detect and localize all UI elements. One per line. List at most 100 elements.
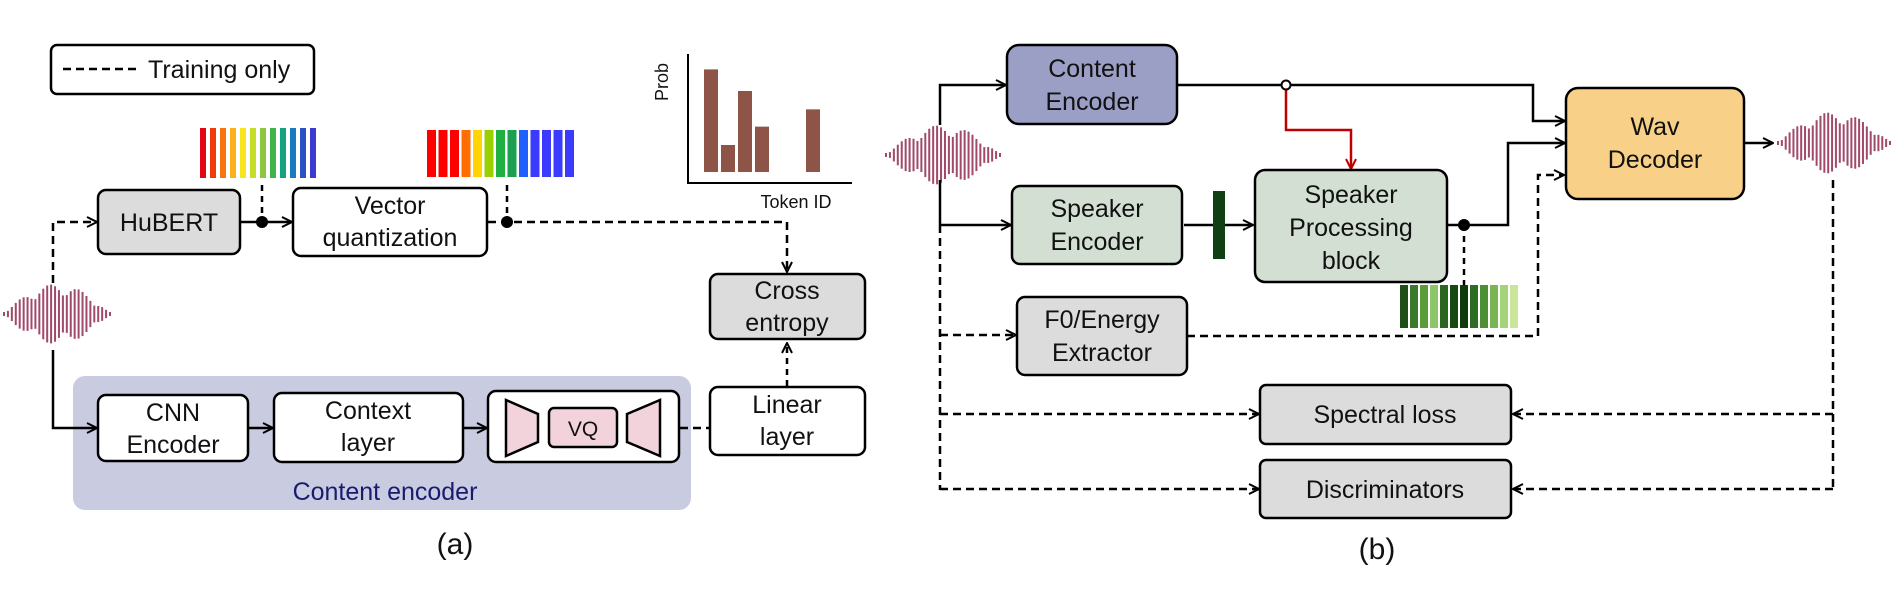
junction-dot [256, 216, 268, 228]
token-cell [450, 130, 459, 177]
split-point [1280, 79, 1292, 91]
plot-ylabel: Prob [652, 63, 672, 101]
content-enc-line1: Content [1048, 55, 1136, 83]
hubert-label: HuBERT [120, 209, 218, 237]
spb-line3: block [1322, 247, 1381, 275]
token-cell [507, 130, 517, 177]
token-cell [260, 128, 266, 178]
token-cell [1470, 285, 1478, 328]
token-cell [553, 130, 563, 177]
token-cell [240, 128, 246, 178]
caption-a: (a) [437, 528, 474, 561]
input-waveform-a [3, 284, 111, 344]
cnn-encoder-box: CNN Encoder [96, 393, 250, 463]
plot-bars [704, 69, 820, 172]
context-line1: Context [325, 397, 411, 425]
content-encoder-group-label: Content encoder [293, 478, 478, 506]
token-probability-plot: Prob Token ID [652, 54, 852, 212]
discriminators-box: Discriminators [1258, 458, 1513, 520]
plot-bar [721, 145, 735, 172]
token-cell [1410, 285, 1418, 328]
token-cell [290, 128, 296, 178]
content-encoder-box: Content Encoder [1005, 43, 1179, 126]
wav-line2: Decoder [1608, 146, 1703, 174]
token-cell [250, 128, 256, 178]
f0-line1: F0/Energy [1044, 306, 1160, 334]
cnn-line1: CNN [146, 399, 200, 427]
junction-dot [501, 216, 513, 228]
token-cell [210, 128, 216, 178]
spectral-label: Spectral loss [1313, 401, 1456, 429]
caption-b: (b) [1359, 533, 1396, 566]
plot-bar [704, 69, 718, 172]
vq-label-line1: Vector [355, 192, 426, 220]
disc-label: Discriminators [1306, 476, 1464, 504]
cross-entropy-box: Cross entropy [708, 272, 867, 341]
wav-line1: Wav [1630, 113, 1680, 141]
panel-b-connections [938, 85, 1835, 490]
token-cell [1510, 285, 1518, 328]
token-cell [519, 130, 528, 177]
token-cell [461, 130, 471, 177]
f0-energy-extractor-box: F0/Energy Extractor [1015, 295, 1189, 377]
token-cell [1430, 285, 1438, 328]
token-cell [1420, 285, 1428, 328]
speaker-encoder-box: Speaker Encoder [1010, 184, 1184, 266]
token-cell [220, 128, 226, 178]
vq-small-label: VQ [568, 418, 598, 441]
token-cell [542, 130, 551, 177]
token-cell [427, 130, 436, 177]
token-cell [1460, 285, 1468, 328]
token-cell [473, 130, 482, 177]
content-to-speaker-arrow [1284, 85, 1351, 169]
encoder-trapezoid [504, 398, 540, 458]
token-cell [565, 130, 574, 177]
vector-quantization-box: Vector quantization [291, 186, 489, 258]
plot-xlabel: Token ID [760, 192, 831, 212]
cnn-line2: Encoder [126, 431, 219, 459]
legend: Training only [49, 43, 316, 96]
speaker-feature-strip [1400, 285, 1518, 328]
token-cell [280, 128, 286, 178]
context-layer-box: Context layer [272, 391, 465, 464]
token-cell [1500, 285, 1508, 328]
vq-token-strip [427, 130, 574, 177]
cross-entropy-line2: entropy [745, 309, 829, 337]
plot-bar [738, 91, 752, 172]
hubert-token-strip [200, 128, 316, 178]
output-waveform-b [1777, 112, 1891, 174]
token-cell [1400, 285, 1408, 328]
vq-bottleneck-block: VQ [486, 389, 681, 464]
speaker-embedding-bar [1213, 191, 1225, 259]
spb-line2: Processing [1289, 214, 1413, 242]
plot-bar [806, 109, 820, 172]
linear-line2: layer [760, 423, 814, 451]
token-cell [310, 128, 316, 178]
token-cell [530, 130, 540, 177]
token-cell [230, 128, 236, 178]
panel-a-connections [51, 185, 787, 428]
input-waveform-b [885, 125, 1001, 185]
token-cell [1450, 285, 1458, 328]
junction-dot [1458, 219, 1470, 231]
speaker-enc-line1: Speaker [1050, 195, 1143, 223]
legend-label: Training only [148, 56, 291, 84]
spb-line1: Speaker [1304, 181, 1397, 209]
content-enc-line2: Encoder [1045, 88, 1138, 116]
token-cell [300, 128, 306, 178]
token-cell [200, 128, 206, 178]
spectral-loss-box: Spectral loss [1258, 383, 1513, 446]
token-cell [1440, 285, 1448, 328]
token-cell [438, 130, 448, 177]
wav-decoder-box: Wav Decoder [1564, 86, 1746, 201]
f0-line2: Extractor [1052, 339, 1152, 367]
context-line2: layer [341, 429, 395, 457]
linear-layer-box: Linear layer [708, 385, 867, 457]
vq-label-line2: quantization [323, 224, 458, 252]
speaker-processing-block: Speaker Processing block [1253, 168, 1449, 284]
plot-bar [755, 126, 769, 172]
token-cell [1480, 285, 1488, 328]
hubert-box: HuBERT [96, 188, 242, 256]
decoder-trapezoid [625, 398, 662, 458]
